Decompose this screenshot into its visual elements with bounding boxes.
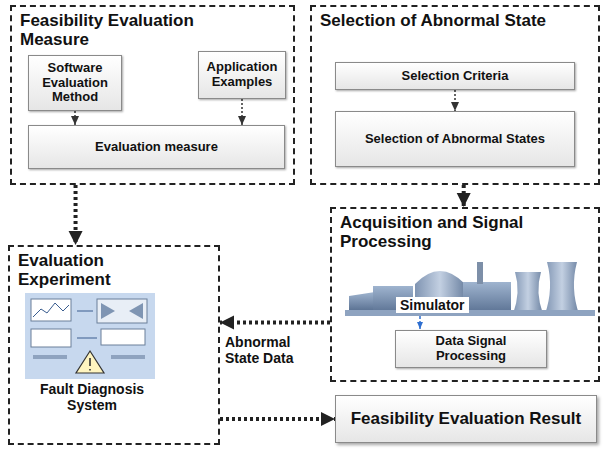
process-box: Evaluation measure	[28, 125, 285, 169]
dotted-arrow	[462, 185, 466, 207]
box-label: Software Evaluation Method	[32, 61, 118, 106]
box-label: Feasibility Evaluation Result	[351, 409, 582, 428]
illustration-ground	[25, 293, 155, 379]
group-heading: Feasibility Evaluation Measure	[12, 7, 230, 49]
cooling-tower	[513, 272, 543, 314]
dotted-arrow	[241, 99, 243, 125]
dotted-arrow	[74, 185, 78, 245]
plant-illustration	[345, 252, 597, 324]
cooling-tower	[545, 262, 579, 314]
ground-strip	[345, 310, 595, 316]
group-heading: Evaluation Experiment	[10, 247, 148, 289]
box-label: Evaluation measure	[95, 140, 218, 155]
edge-label: Abnormal State Data	[223, 333, 327, 367]
warning-mark	[89, 358, 91, 371]
dotted-arrow	[220, 321, 330, 325]
text-bar	[111, 355, 145, 359]
dotted-arrow	[454, 90, 456, 111]
warning-triangle	[76, 351, 104, 373]
figure-caption: Fault Diagnosis System	[22, 381, 162, 413]
signal-arrow	[419, 316, 421, 329]
illustration-label: Simulator	[396, 297, 469, 313]
group-heading: Acquisition and Signal Processing	[332, 209, 560, 251]
group-box: Acquisition and Signal ProcessingData Si…	[330, 207, 600, 382]
group-box: Evaluation ExperimentFault Diagnosis Sys…	[8, 245, 220, 445]
building	[463, 282, 511, 312]
process-box: Selection of Abnormal States	[335, 111, 575, 167]
box-label: Selection Criteria	[402, 69, 509, 84]
data-panel	[31, 329, 71, 347]
group-box: Feasibility Evaluation MeasureSoftware E…	[10, 5, 295, 185]
model-panel	[97, 299, 147, 323]
dotted-arrow	[220, 417, 335, 421]
trend-panel	[31, 299, 71, 321]
process-box: Application Examples	[198, 51, 286, 99]
result-box: Feasibility Evaluation Result	[335, 395, 597, 443]
model-shape	[101, 303, 143, 319]
text-bar	[33, 355, 67, 359]
dotted-arrow	[74, 111, 76, 125]
trend-line	[33, 303, 69, 317]
process-box: Data Signal Processing	[395, 330, 547, 368]
group-box: Selection of Abnormal StateSelection Cri…	[310, 5, 600, 185]
flow-lines	[77, 311, 97, 338]
process-box: Software Evaluation Method	[28, 55, 122, 111]
group-heading: Selection of Abnormal State	[312, 7, 590, 30]
fault-diagnosis-illustration	[25, 293, 155, 379]
stack	[477, 262, 483, 284]
building	[349, 292, 375, 310]
box-label: Data Signal Processing	[399, 334, 543, 364]
box-label: Application Examples	[202, 60, 282, 90]
box-label: Selection of Abnormal States	[365, 132, 545, 147]
result-panel	[101, 329, 145, 345]
process-box: Selection Criteria	[335, 62, 575, 90]
